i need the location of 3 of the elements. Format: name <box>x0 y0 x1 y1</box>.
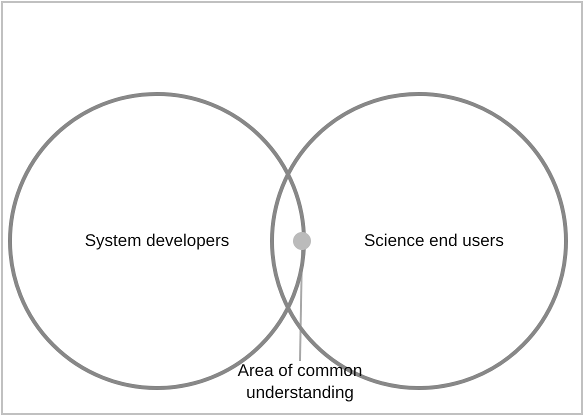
circle-label: Science end users <box>364 231 504 251</box>
callout-text: Area of common understanding <box>236 360 364 404</box>
circle-label: System developers <box>84 231 230 251</box>
